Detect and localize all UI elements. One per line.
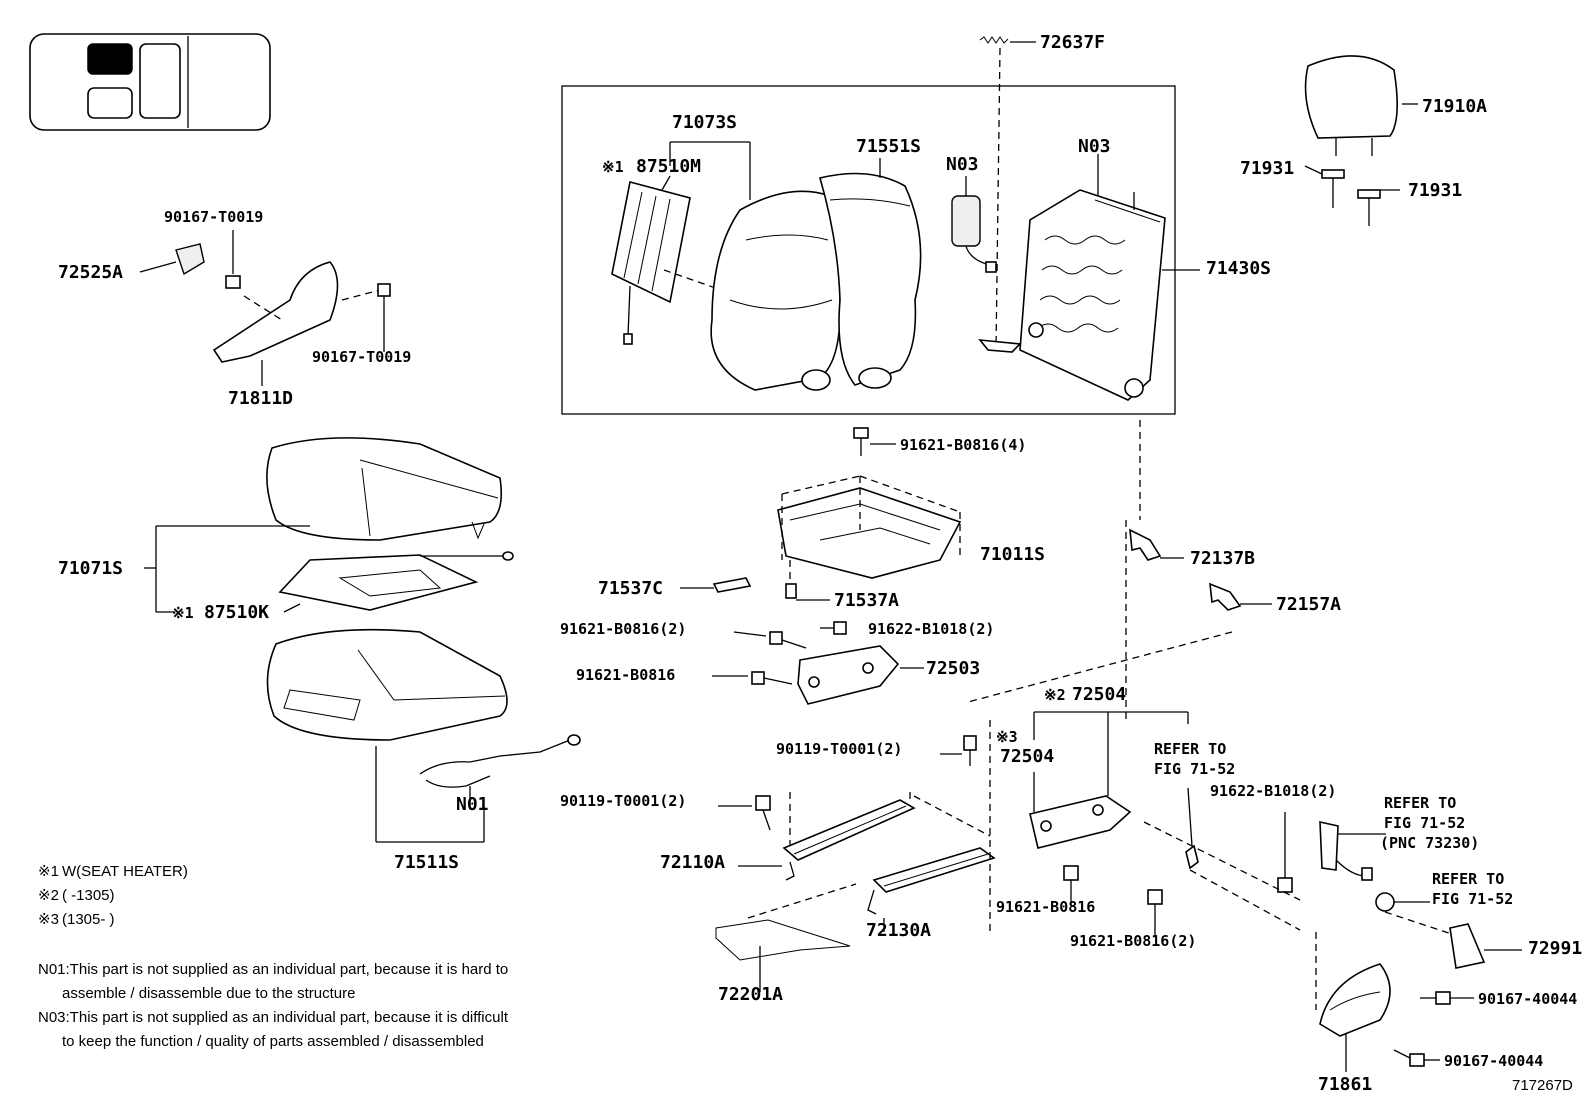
label-72137b: 72137B: [1190, 548, 1255, 569]
spring-72637f: [979, 36, 1036, 351]
label-71931-right: 71931: [1408, 180, 1462, 201]
adjuster-72504: [1029, 711, 1199, 870]
label-91621-b0816-upper: 91621-B0816: [576, 666, 675, 684]
brackets-72137b-72157a: [967, 520, 1272, 720]
label-71511s: 71511S: [394, 852, 459, 873]
label-91622-b1018-2-lower: 91622-B1018(2): [1210, 782, 1336, 800]
cover-72991: [1449, 923, 1522, 969]
ref3-line2: FIG 71-52: [1432, 890, 1513, 908]
label-71011s: 71011S: [980, 544, 1045, 565]
label-71551s: 71551S: [856, 136, 921, 157]
headrest-guides: [1304, 165, 1400, 226]
mark-3: ※3: [996, 728, 1018, 746]
label-71811d: 71811D: [228, 388, 293, 409]
label-72504-upper: 72504: [1072, 684, 1126, 705]
label-72503: 72503: [926, 658, 980, 679]
adjuster-72503: [712, 621, 924, 705]
note-n03-line2: to keep the function / quality of parts …: [62, 1033, 484, 1050]
figure-id: 717267D: [1512, 1077, 1573, 1094]
recliner-cover-group: [139, 230, 391, 386]
legend-1-text: W(SEAT HEATER): [62, 863, 188, 880]
ref2-line2: FIG 71-52: [1384, 814, 1465, 832]
label-91621-b0816-4: 91621-B0816(4): [900, 436, 1026, 454]
mark-1-seatback: ※1: [602, 158, 624, 176]
cushion-heater-sheet: [278, 551, 514, 611]
brackets-71537: [680, 560, 830, 601]
seatback-leaders: [661, 141, 1200, 271]
label-72637f: 72637F: [1040, 32, 1105, 53]
bolts-91621-lower: [1063, 865, 1163, 936]
label-72504-lower: 72504: [1000, 746, 1054, 767]
legend-2-text: ( -1305): [62, 887, 115, 904]
cushion-shield: [1315, 932, 1391, 1072]
seat-track-72130a: [867, 720, 996, 936]
bolts-90119: [718, 735, 977, 831]
label-71537a: 71537A: [834, 590, 899, 611]
seat-cushion-pad: [266, 628, 508, 741]
legend-2-mark: ※2: [38, 887, 59, 904]
label-71910a: 71910A: [1422, 96, 1487, 117]
note-n01-line2: assemble / disassemble due to the struct…: [62, 985, 355, 1002]
label-91621-b0816-lower: 91621-B0816: [996, 898, 1095, 916]
seat-cushion-cover: [266, 437, 503, 541]
label-71861: 71861: [1318, 1074, 1372, 1095]
label-71931-left: 71931: [1240, 158, 1294, 179]
cushion-frame: [777, 475, 962, 579]
wire-72201a: [715, 883, 857, 992]
label-90167-40044-upper: 90167-40044: [1478, 990, 1577, 1008]
legend-3-text: (1305- ): [62, 911, 115, 928]
label-72525a: 72525A: [58, 262, 123, 283]
lumbar-module: [951, 195, 997, 273]
label-n03-frame: N03: [1078, 136, 1111, 157]
ref3-line1: REFER TO: [1432, 870, 1504, 888]
ref1-line1: REFER TO: [1154, 740, 1226, 758]
label-90167-t0019-top: 90167-T0019: [164, 208, 263, 226]
label-72157a: 72157A: [1276, 594, 1341, 615]
note-n01-line1: N01:This part is not supplied as an indi…: [38, 961, 508, 978]
seatback-cover: [710, 190, 843, 391]
label-72130a: 72130A: [866, 920, 931, 941]
seatbelt-buckle: [1319, 820, 1386, 881]
label-71073s: 71073S: [672, 112, 737, 133]
label-90167-40044-lower: 90167-40044: [1444, 1052, 1543, 1070]
seat-track-72110a: [738, 792, 916, 881]
bolt-91621-b0816-4: [853, 427, 896, 456]
seatback-frame: [978, 180, 1166, 520]
cushion-leaders: [144, 525, 485, 843]
label-72110a: 72110A: [660, 852, 725, 873]
label-91621-b0816-2-lower: 91621-B0816(2): [1070, 932, 1196, 950]
label-71430s: 71430S: [1206, 258, 1271, 279]
label-72991: 72991: [1528, 938, 1582, 959]
label-n03-lumbar: N03: [946, 154, 979, 175]
label-87510m: 87510M: [636, 156, 701, 177]
label-91622-b1018-2-upper: 91622-B1018(2): [868, 620, 994, 638]
legend-3-mark: ※3: [38, 911, 59, 928]
label-90119-t0001-2-upper: 90119-T0001(2): [776, 740, 902, 758]
label-71537c: 71537C: [598, 578, 663, 599]
bolt-91622-right: [1143, 812, 1301, 931]
ref2-line1: REFER TO: [1384, 794, 1456, 812]
label-91621-b0816-2-upper: 91621-B0816(2): [560, 620, 686, 638]
screws-90167-40044: [1393, 991, 1474, 1067]
ref2-line3: (PNC 73230): [1380, 834, 1479, 852]
headrest: [1304, 55, 1418, 156]
legend-1-mark: ※1: [38, 863, 59, 880]
cushion-harness: [419, 734, 581, 806]
label-71071s: 71071S: [58, 558, 123, 579]
ref1-line2: FIG 71-52: [1154, 760, 1235, 778]
label-n01: N01: [456, 794, 489, 815]
mark-2: ※2: [1044, 686, 1066, 704]
label-87510k: 87510K: [204, 602, 269, 623]
label-90119-t0001-2-lower: 90119-T0001(2): [560, 792, 686, 810]
seatback-assembly-box: [561, 85, 1176, 415]
label-90167-t0019-bottom: 90167-T0019: [312, 348, 411, 366]
seatback-pad: [818, 172, 922, 389]
seatback-heater-sheet: [611, 181, 751, 345]
seat-position-indicator: [29, 33, 271, 131]
label-72201a: 72201A: [718, 984, 783, 1005]
note-n03-line1: N03:This part is not supplied as an indi…: [38, 1009, 509, 1026]
mark-1-cushion: ※1: [172, 604, 194, 622]
